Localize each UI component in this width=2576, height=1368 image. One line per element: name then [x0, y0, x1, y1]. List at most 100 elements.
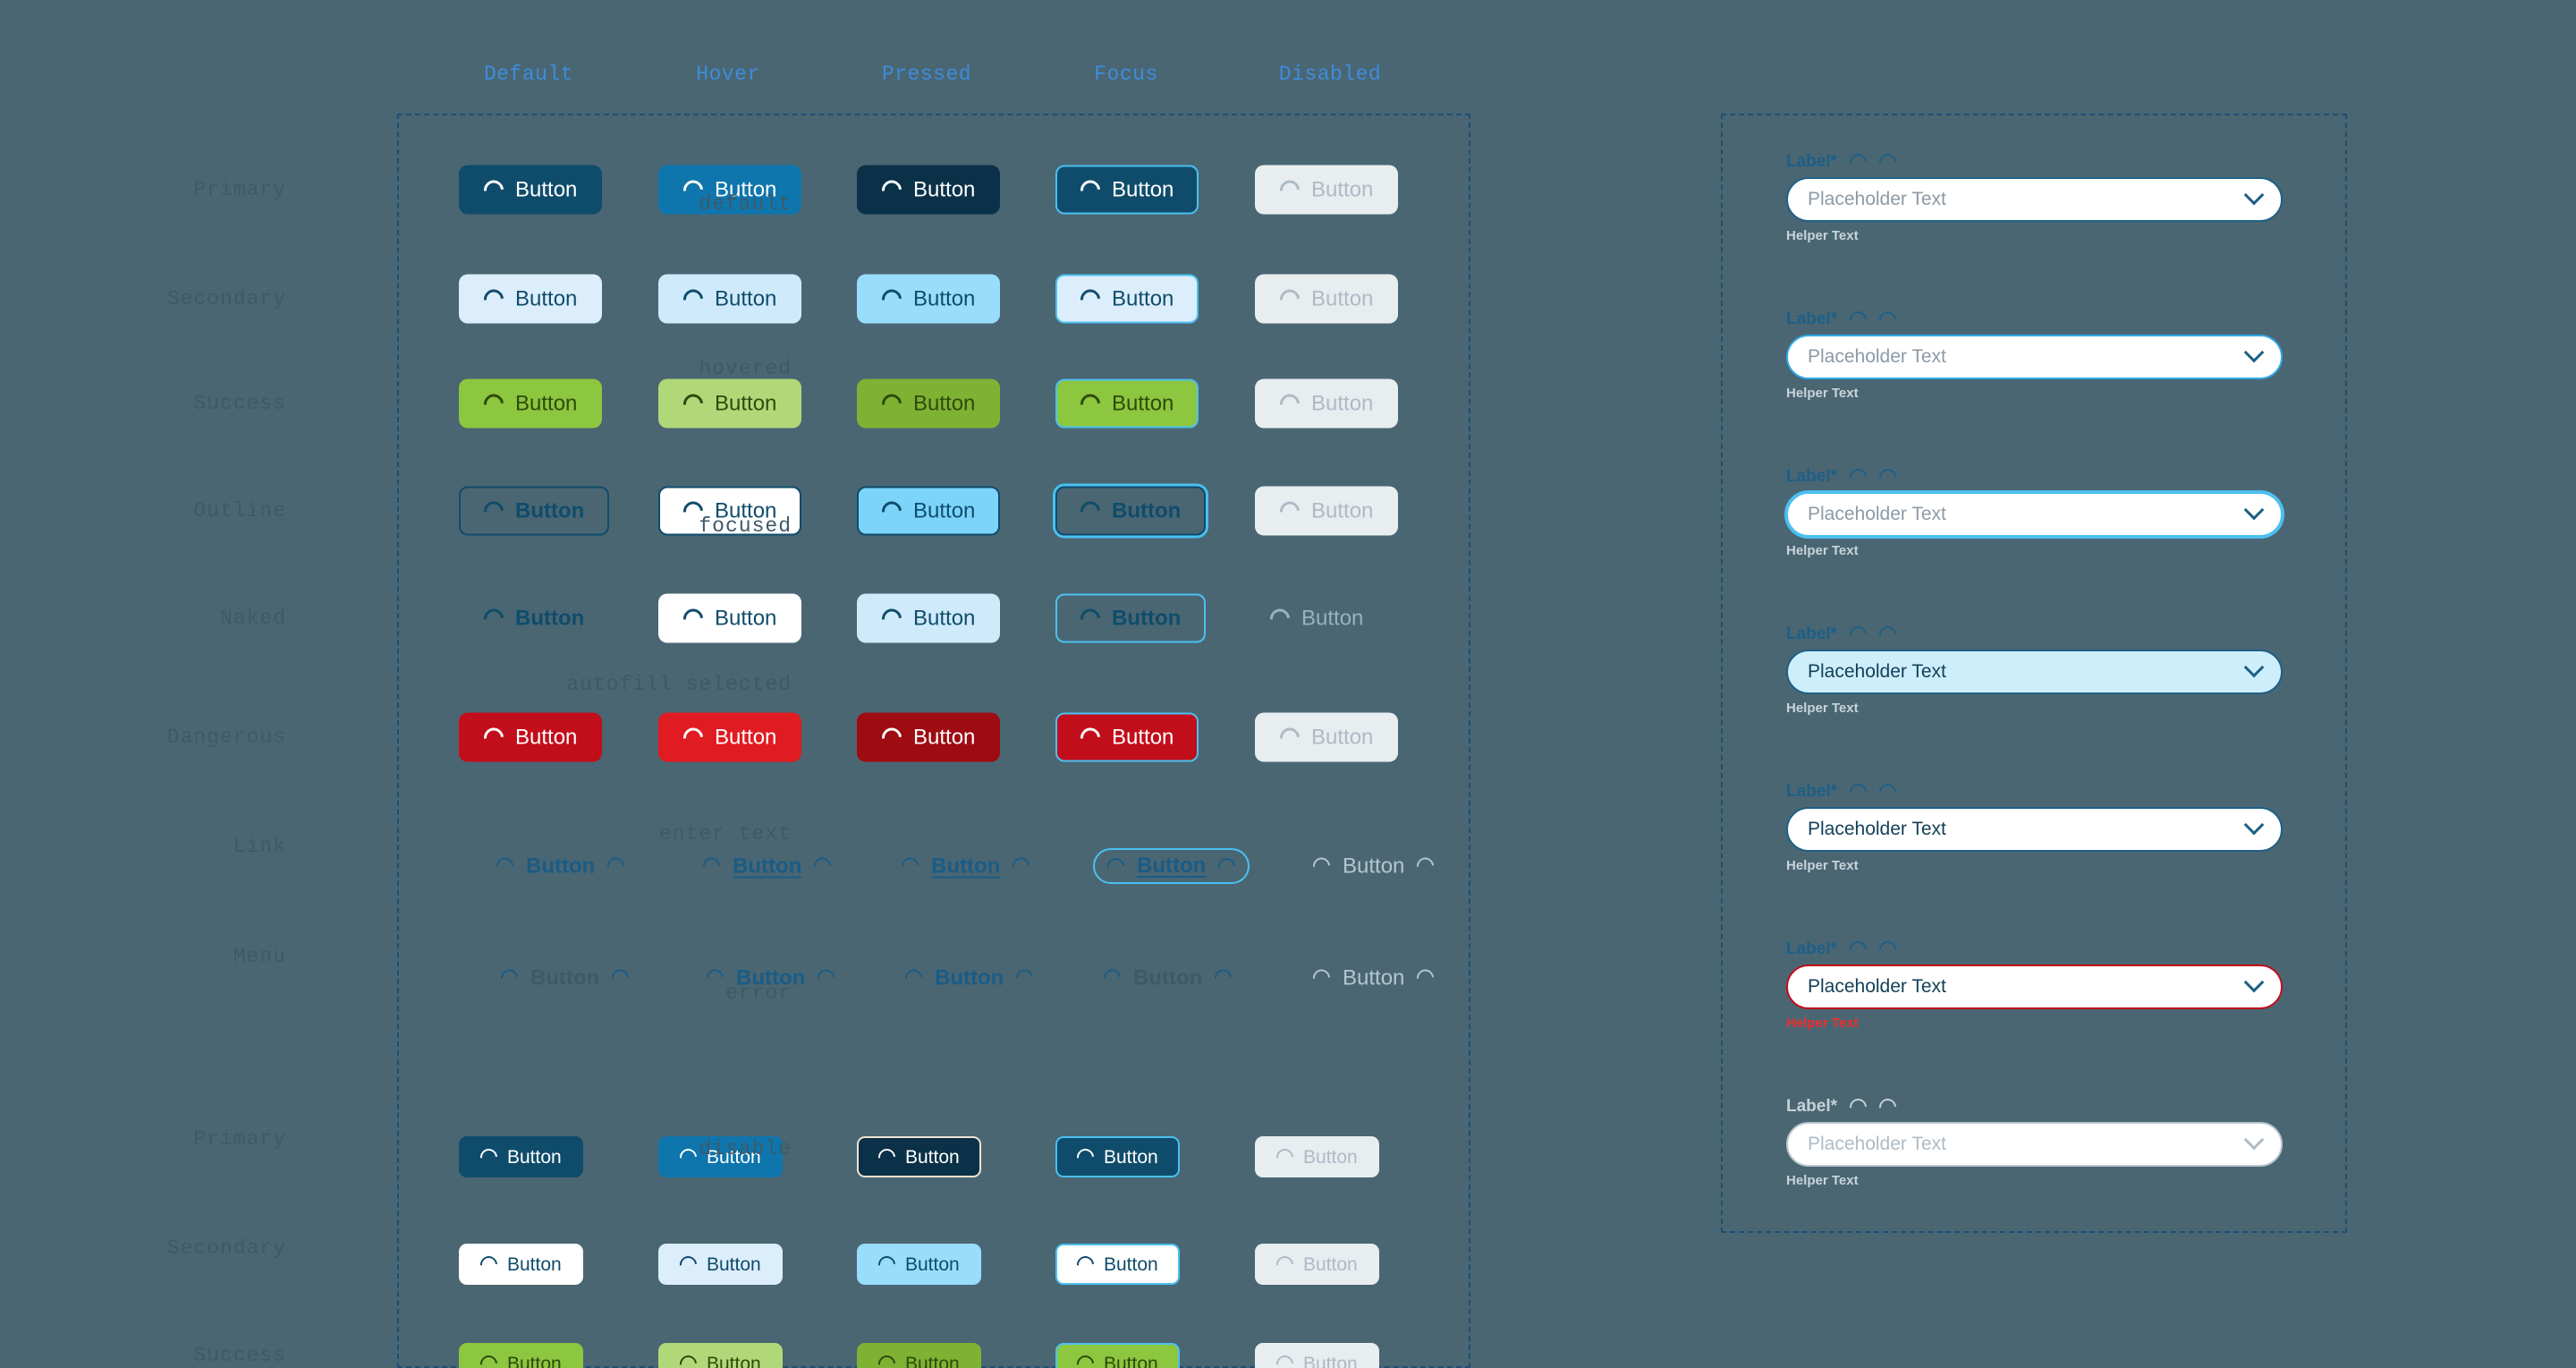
button-naked-default[interactable]: Button — [459, 594, 609, 643]
button-sm-primary-default[interactable]: Button — [459, 1136, 583, 1177]
select-control[interactable]: Placeholder Text — [1786, 335, 2283, 379]
button-secondary-focus[interactable]: Button — [1055, 274, 1199, 324]
button-sm-primary-hover[interactable]: Button — [658, 1136, 783, 1177]
spinner-ring-icon-leading — [1104, 854, 1128, 879]
button-sm-primary-focus[interactable]: Button — [1055, 1136, 1180, 1177]
select-control[interactable]: Placeholder Text — [1786, 807, 2283, 852]
chevron-down-icon — [2243, 1129, 2265, 1151]
button-sm-success-hover[interactable]: Button — [658, 1343, 783, 1368]
help-ring-icon[interactable] — [1876, 307, 1900, 332]
select-control[interactable]: Placeholder Text — [1786, 650, 2283, 694]
field-label-row: Label* — [1786, 622, 2283, 647]
button-primary-default[interactable]: Button — [459, 165, 603, 215]
button-success-pressed[interactable]: Button — [857, 378, 1001, 429]
button-link-hover[interactable]: Button — [699, 842, 835, 891]
button-sm-secondary-hover[interactable]: Button — [658, 1244, 783, 1285]
button-menu-default[interactable]: Button — [497, 954, 633, 1003]
help-ring-icon[interactable] — [1876, 622, 1900, 647]
button-outline-hover[interactable]: Button — [658, 486, 802, 536]
chevron-down-icon[interactable] — [2243, 814, 2265, 836]
button-success-default[interactable]: Button — [459, 378, 603, 429]
button-naked-pressed[interactable]: Button — [857, 593, 1001, 643]
button-sm-success-pressed[interactable]: Button — [857, 1343, 981, 1368]
info-ring-icon[interactable] — [1846, 464, 1870, 489]
select-field-default: Label* Placeholder Text Helper Text — [1786, 149, 2283, 243]
spinner-ring-icon — [676, 1252, 700, 1277]
spinner-ring-icon — [877, 175, 906, 204]
button-sm-success-focus[interactable]: Button — [1055, 1343, 1180, 1368]
select-placeholder: Placeholder Text — [1808, 189, 1946, 209]
spinner-ring-icon — [1076, 604, 1105, 633]
field-row-label-autofill: autofill selected — [566, 673, 792, 696]
select-control[interactable]: Placeholder Text — [1786, 964, 2283, 1009]
button-outline-disabled: Button — [1255, 486, 1399, 536]
chevron-down-icon[interactable] — [2243, 657, 2265, 678]
button-link-pressed[interactable]: Button — [898, 842, 1034, 891]
select-field-error: Label* Placeholder Text Helper Text — [1786, 937, 2283, 1031]
field-label-row: Label* — [1786, 149, 2283, 174]
select-field-disabled: Label* Placeholder Text Helper Text — [1786, 1094, 2283, 1188]
help-ring-icon[interactable] — [1876, 464, 1900, 489]
button-dangerous-focus[interactable]: Button — [1055, 712, 1199, 762]
spinner-ring-icon — [479, 604, 508, 633]
spinner-ring-icon — [877, 604, 906, 633]
spinner-ring-icon — [477, 1351, 501, 1368]
spinner-ring-icon-leading — [1309, 965, 1334, 990]
button-link-default[interactable]: Button — [493, 842, 629, 891]
button-dangerous-hover[interactable]: Button — [658, 712, 802, 762]
select-control[interactable]: Placeholder Text — [1786, 177, 2283, 222]
button-naked-focus[interactable]: Button — [1055, 593, 1207, 643]
button-naked-disabled: Button — [1266, 594, 1363, 643]
help-ring-icon[interactable] — [1876, 937, 1900, 962]
field-label: Label* — [1786, 467, 1838, 486]
button-menu-focus[interactable]: Button — [1100, 954, 1236, 1003]
button-dangerous-default[interactable]: Button — [459, 712, 603, 762]
button-sm-success-disabled: Button — [1255, 1343, 1379, 1368]
button-sm-primary-pressed[interactable]: Button — [857, 1136, 981, 1177]
button-outline-pressed[interactable]: Button — [857, 486, 1001, 536]
button-success-hover[interactable]: Button — [658, 378, 802, 429]
chevron-down-icon[interactable] — [2243, 342, 2265, 363]
button-sm-secondary-default[interactable]: Button — [459, 1244, 583, 1285]
row-label-dangerous: Dangerous — [166, 726, 286, 749]
button-secondary-default[interactable]: Button — [459, 274, 603, 324]
spinner-ring-icon — [877, 389, 906, 418]
info-ring-icon[interactable] — [1846, 149, 1870, 174]
spinner-ring-icon — [1076, 285, 1105, 313]
select-field-autofill: Label* Placeholder Text Helper Text — [1786, 622, 2283, 716]
button-secondary-pressed[interactable]: Button — [857, 274, 1001, 324]
info-ring-icon[interactable] — [1846, 937, 1870, 962]
chevron-down-icon[interactable] — [2243, 184, 2265, 206]
button-primary-pressed[interactable]: Button — [857, 165, 1001, 215]
button-outline-focus[interactable]: Button — [1055, 486, 1207, 536]
spinner-ring-icon — [679, 604, 708, 633]
button-primary-focus[interactable]: Button — [1055, 165, 1199, 215]
chevron-down-icon[interactable] — [2243, 972, 2265, 993]
spinner-ring-icon-leading — [1100, 965, 1124, 990]
spinner-ring-icon — [479, 389, 508, 418]
spinner-ring-icon — [477, 1144, 501, 1169]
chevron-down-icon[interactable] — [2243, 499, 2265, 521]
info-ring-icon[interactable] — [1846, 779, 1870, 804]
button-naked-hover[interactable]: Button — [658, 593, 802, 643]
spinner-ring-icon — [676, 1144, 700, 1169]
button-dangerous-pressed[interactable]: Button — [857, 712, 1001, 762]
info-ring-icon[interactable] — [1846, 307, 1870, 332]
column-header-focus: Focus — [1094, 63, 1158, 86]
button-secondary-hover[interactable]: Button — [658, 274, 802, 324]
info-ring-icon[interactable] — [1846, 622, 1870, 647]
button-menu-pressed[interactable]: Button — [902, 954, 1038, 1003]
spinner-ring-icon — [679, 723, 708, 752]
button-sm-success-default[interactable]: Button — [459, 1343, 583, 1368]
button-primary-hover[interactable]: Button — [658, 165, 802, 215]
button-link-focus[interactable]: Button — [1093, 848, 1250, 884]
button-sm-secondary-pressed[interactable]: Button — [857, 1244, 981, 1285]
help-ring-icon[interactable] — [1876, 149, 1900, 174]
button-success-focus[interactable]: Button — [1055, 378, 1199, 429]
select-control[interactable]: Placeholder Text — [1786, 492, 2283, 537]
button-outline-default[interactable]: Button — [459, 486, 610, 536]
field-row-label-error: error — [724, 981, 792, 1005]
button-sm-secondary-focus[interactable]: Button — [1055, 1244, 1180, 1285]
button-menu-hover[interactable]: Button — [703, 954, 839, 1003]
help-ring-icon[interactable] — [1876, 779, 1900, 804]
